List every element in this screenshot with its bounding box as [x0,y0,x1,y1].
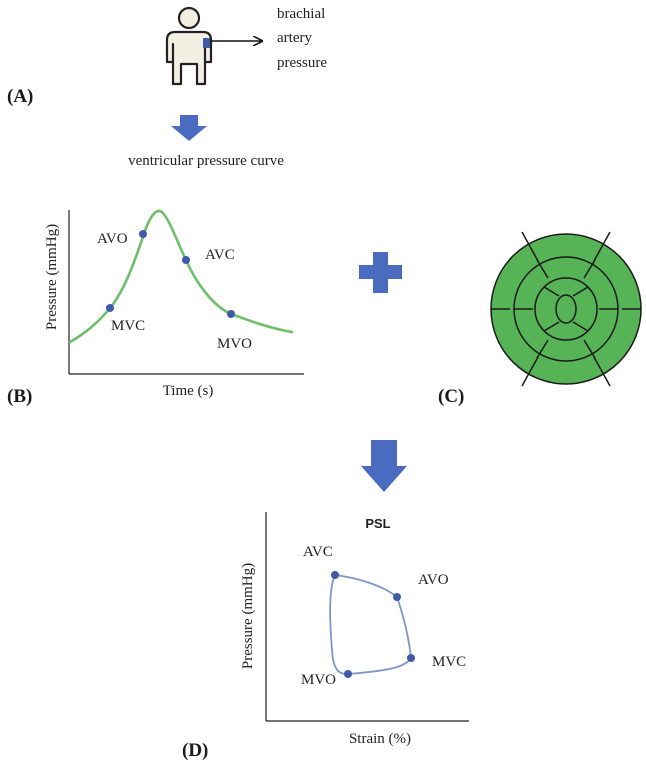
measurement-label-line-2: artery [277,30,312,46]
bullseye-dividers [491,231,641,387]
mvc-marker-d [407,654,415,662]
avo-marker-d [393,593,401,601]
down-arrow-d [361,440,407,492]
avc-label-b: AVC [205,247,235,263]
bullseye-apical-ring [534,277,598,341]
mvo-label-b: MVO [217,336,252,352]
panel-c-label: (C) [438,386,464,407]
measurement-label-line-1: brachial [277,6,325,22]
panel-b-x-label: Time (s) [163,383,214,399]
panel-b-label: (B) [7,386,32,407]
pressure-curve-label: ventricular pressure curve [128,153,284,169]
avo-label-d: AVO [418,572,449,588]
mvo-marker-b [227,310,235,318]
panel-d-y-label: Pressure (mmHg) [240,563,256,669]
avo-label-b: AVO [97,231,128,247]
mvo-label-d: MVO [301,672,336,688]
panel-b-y-label: Pressure (mmHg) [44,224,60,330]
panel-b: AVO AVC MVC MVO Pressure (mmHg) Time (s)… [7,209,304,407]
psl-title: PSL [365,516,390,531]
panel-d-x-label: Strain (%) [349,731,411,747]
avc-marker-d [331,571,339,579]
avc-label-d: AVC [303,544,333,560]
person-icon [165,6,213,86]
plus-icon [359,252,402,293]
panel-a-label: (A) [7,86,33,107]
down-arrow-a [171,115,207,141]
measurement-label-line-3: pressure [277,55,327,71]
mvc-label-b: MVC [111,318,145,334]
mvo-marker-d [344,670,352,678]
mvc-marker-b [106,304,114,312]
bullseye-17-segment-icon [490,231,642,387]
blood-pressure-cuff-icon [203,38,210,48]
avc-marker-b [182,256,190,264]
avo-marker-b [139,230,147,238]
person-body [165,30,213,86]
bullseye-apex [555,294,577,324]
panel-a: brachial artery pressure (A) ventricular… [7,6,327,169]
mvc-label-d: MVC [432,654,466,670]
person-head [177,6,201,30]
panel-d-label: (D) [182,740,208,761]
panel-d: PSL AVC AVO MVC MVO Pressure (mmHg) Stra… [182,512,469,761]
pressure-strain-loop [329,574,412,675]
